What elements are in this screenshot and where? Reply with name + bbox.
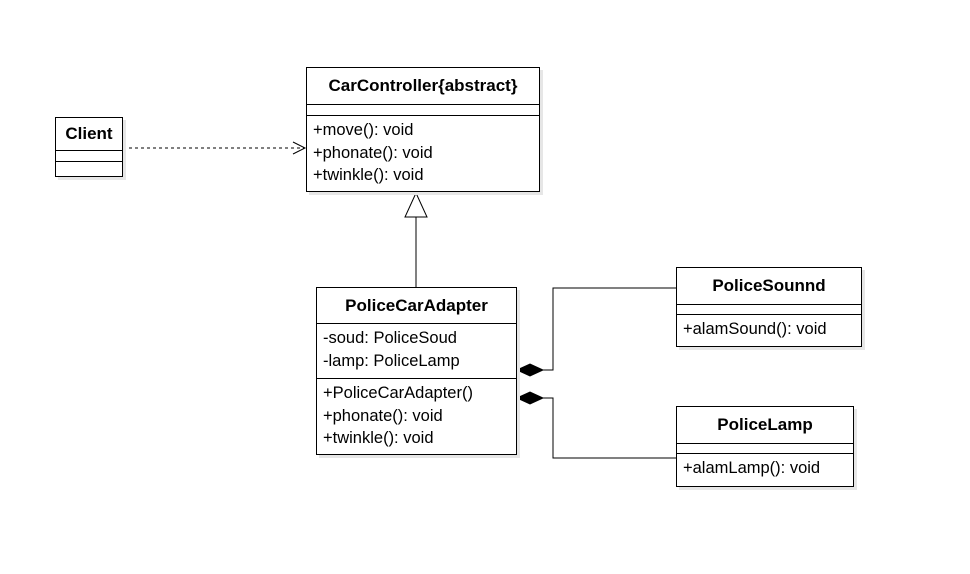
operation: +alamSound(): void <box>683 320 827 338</box>
class-client[interactable]: Client <box>55 117 123 177</box>
attributes-compartment <box>677 444 853 454</box>
attribute: -lamp: PoliceLamp <box>323 351 460 370</box>
composition-diamond-sound <box>515 363 545 377</box>
composition-line-lamp <box>543 397 676 459</box>
operation: +twinkle(): void <box>323 429 434 447</box>
composition-diamond-lamp <box>515 391 545 405</box>
operation: +alamLamp(): void <box>683 459 821 477</box>
operations-compartment: +alamLamp(): void <box>677 454 853 480</box>
operation: +phonate(): void <box>323 406 443 425</box>
attributes-compartment <box>56 151 122 162</box>
generalization-triangle <box>404 191 428 218</box>
attributes-compartment <box>677 305 861 315</box>
attribute: -soud: PoliceSoud <box>323 329 457 347</box>
attributes-compartment <box>307 105 539 116</box>
class-name: PoliceCarAdapter <box>317 288 516 324</box>
class-car-controller[interactable]: CarController{abstract} +move(): void +p… <box>306 67 540 192</box>
operation: +PoliceCarAdapter() <box>323 384 473 402</box>
class-name: Client <box>56 118 122 151</box>
operations-compartment: +PoliceCarAdapter() +phonate(): void +tw… <box>317 379 516 450</box>
class-name: CarController{abstract} <box>307 68 539 105</box>
operation: +phonate(): void <box>313 143 433 162</box>
class-police-car-adapter[interactable]: PoliceCarAdapter -soud: PoliceSoud -lamp… <box>316 287 517 455</box>
class-police-sound[interactable]: PoliceSounnd +alamSound(): void <box>676 267 862 347</box>
class-name: PoliceSounnd <box>677 268 861 305</box>
operations-compartment: +alamSound(): void <box>677 315 861 341</box>
operations-compartment <box>56 162 122 173</box>
operation: +move(): void <box>313 121 414 139</box>
attributes-compartment: -soud: PoliceSoud -lamp: PoliceLamp <box>317 324 516 379</box>
class-police-lamp[interactable]: PoliceLamp +alamLamp(): void <box>676 406 854 487</box>
dependency-arrowhead <box>292 141 307 155</box>
class-name: PoliceLamp <box>677 407 853 444</box>
operations-compartment: +move(): void +phonate(): void +twinkle(… <box>307 116 539 187</box>
composition-line-sound <box>543 287 676 371</box>
operation: +twinkle(): void <box>313 166 424 184</box>
